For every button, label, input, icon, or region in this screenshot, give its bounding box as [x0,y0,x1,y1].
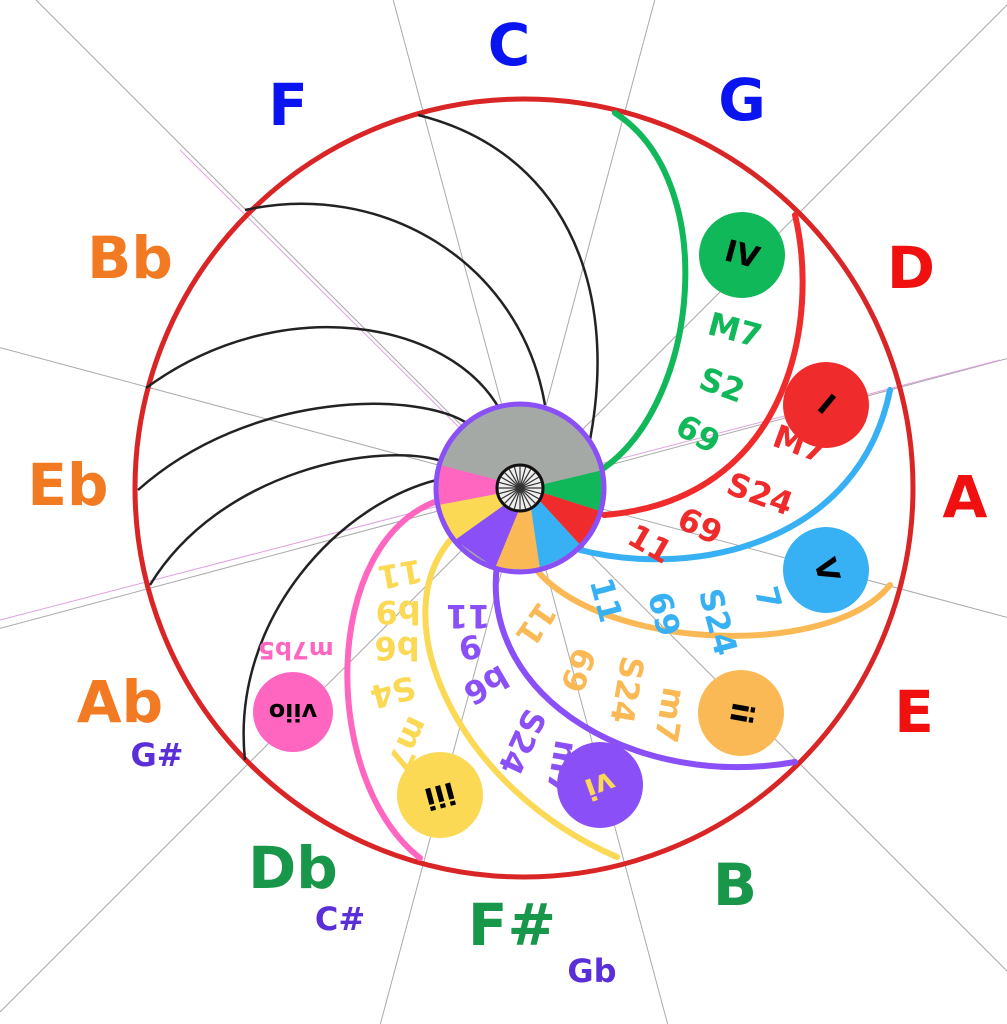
svg-text:viio: viio [269,698,318,726]
hub-sector-viio [438,465,528,505]
ext-IV-M7: M7 [704,305,766,356]
ext-viio-m7b5: m7b5 [258,636,334,664]
chord-badge-viio: viio [253,672,333,752]
chord-badge-iii: iii [397,752,483,838]
ext-IV-69: 69 [669,406,727,461]
key-B: B [713,851,757,919]
chord-badge-V: V [783,527,869,613]
black-spiral-arcs [137,113,599,761]
wheel-spoke [498,481,542,495]
radial-guide-line [0,487,525,1013]
arc-IV [601,110,689,471]
chord-badge-I: I [783,362,869,448]
ext-V-7: 7 [747,582,789,613]
key-E: E [894,678,934,746]
key-F: F [268,71,308,139]
hub-sector-I [528,488,603,548]
key-Eb: Eb [27,451,108,519]
chord-badge-vi: vi [557,742,643,828]
ext-I-69: 69 [672,499,728,552]
outer-ring [132,96,916,880]
key-G: G [718,66,766,134]
key-C-sharp: C# [315,900,365,938]
key-labels: C G D A E B F# Gb Db C# Ab G# Eb Bb F [27,11,987,990]
arc-V [577,387,893,563]
key-Db: Db [248,834,338,902]
hub [433,401,607,575]
hub-sector-V [528,488,583,568]
key-Gb: Gb [567,952,616,990]
ext-I-11: 11 [621,516,679,571]
radial-guide-line [523,487,1007,618]
ext-IV-S2: S2 [694,359,750,410]
key-Bb: Bb [87,224,173,292]
radial-guide-line [35,0,525,489]
chord-badge-ii: ii [698,670,784,756]
chord-badge-IV: IV [699,212,785,298]
ext-ii-11: 11 [508,595,565,653]
key-D: D [887,234,935,302]
ext-iii-S4: S4 [366,668,420,716]
ext-V-S24: S24 [691,584,745,659]
key-A: A [943,463,988,531]
ext-iii-b6: b6 [374,629,419,667]
radial-guide-line [0,347,525,489]
ext-V-69: 69 [640,588,688,641]
key-F-sharp: F# [468,891,556,959]
radial-guide-line [0,487,525,629]
key-G-sharp: G# [130,736,183,774]
arc-vi [492,562,798,771]
key-C: C [488,11,531,79]
hub-sector-IV [528,470,603,512]
key-Ab: Ab [77,668,163,736]
ext-ii-69: 69 [553,643,604,698]
ext-iii-b9: b9 [375,593,420,631]
ext-iii-11: 11 [375,551,425,596]
arc-ii [532,565,893,639]
chord-arcs [344,110,893,861]
arc-I [601,212,806,518]
ext-I-S24: S24 [722,465,798,524]
ext-ii-m7: m7 [646,684,693,745]
ext-ii-S24: S24 [602,653,651,726]
arc-iii [422,535,620,860]
ext-V-11: 11 [582,574,630,627]
ext-vi-m7: m7 [538,737,585,798]
chord-badges: IV I V ii vi iii viio [253,212,869,838]
arc-viio [344,497,443,861]
ext-vi-11: 11 [446,597,491,635]
